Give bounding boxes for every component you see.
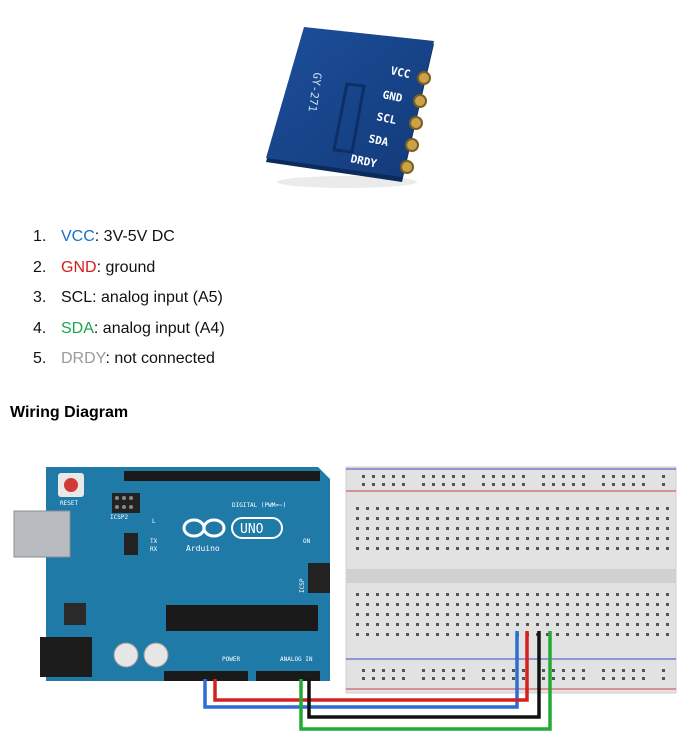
reset-label: RESET <box>60 500 78 507</box>
uno-label: UNO <box>240 522 264 537</box>
wire-vcc <box>203 631 519 709</box>
gy-271-module-photo: GY-271 VCC GND SCL SDA DRDY <box>266 27 434 188</box>
wire-scl <box>307 631 541 719</box>
pin-description: : 3V-5V DC <box>94 228 175 245</box>
pin-label-gnd: GND <box>381 88 404 105</box>
pin-description: : not connected <box>105 350 215 367</box>
pin-name-drdy: DRDY <box>61 350 106 367</box>
led-tx-label: TX <box>150 538 158 545</box>
wiring-diagram: RESET ICSP2 DIGITAL (PWM=~) L TX RX UNO … <box>13 466 677 731</box>
pin-list-item: 1. VCC: 3V-5V DC <box>33 222 225 253</box>
module-pin-holes <box>400 71 431 174</box>
pin-list-item: 5. DRDY: not connected <box>33 344 225 375</box>
icsp-label: ICSP <box>299 578 306 593</box>
pin-number: 2. <box>33 258 47 276</box>
wire-gnd <box>213 631 529 702</box>
digital-label: DIGITAL (PWM=~) <box>232 502 286 509</box>
brand-label: Arduino <box>186 544 220 553</box>
pin-list-item: 2. GND: ground <box>33 253 225 284</box>
atmega-chip <box>166 605 318 631</box>
pin-description: : ground <box>96 258 156 276</box>
pin-number: 3. <box>33 289 47 306</box>
power-jack <box>40 637 92 677</box>
pin-description: : analog input (A4) <box>93 319 225 337</box>
analog-header <box>256 671 320 681</box>
pin-number: 1. <box>33 228 47 245</box>
wires <box>203 631 552 731</box>
pin-number: 4. <box>33 319 47 337</box>
analog-label: ANALOG IN <box>280 656 313 663</box>
power-label: POWER <box>222 656 240 663</box>
module-model-label: GY-271 <box>305 72 323 113</box>
pin-list-item: 4. SDA: analog input (A4) <box>33 314 225 345</box>
pin-list-item: 3. SCL: analog input (A5) <box>33 283 225 314</box>
pin-list: 1. VCC: 3V-5V DC 2. GND: ground 3. SCL: ana… <box>33 222 225 375</box>
wire-sda <box>299 631 552 731</box>
pin-name-sda: SDA <box>61 319 94 337</box>
usb-connector <box>13 510 71 558</box>
pin-name-vcc: VCC <box>61 228 95 245</box>
led-l-label: L <box>152 518 156 525</box>
on-label: ON <box>303 538 311 545</box>
pin-description: : analog input (A5) <box>92 289 223 306</box>
icsp2-label: ICSP2 <box>110 514 128 521</box>
pin-name-scl: SCL <box>61 289 93 306</box>
power-header <box>164 671 248 681</box>
digital-header <box>124 471 320 481</box>
pin-label-drdy: DRDY <box>349 152 378 170</box>
section-heading: Wiring Diagram <box>10 404 129 421</box>
pin-name-gnd: GND <box>61 258 97 276</box>
pin-number: 5. <box>33 350 47 367</box>
led-rx-label: RX <box>150 546 158 553</box>
module-pin-labels: VCC GND SCL SDA DRDY <box>349 64 411 170</box>
pin-label-scl: SCL <box>375 110 398 127</box>
arduino-uno-board: RESET ICSP2 DIGITAL (PWM=~) L TX RX UNO … <box>13 467 330 681</box>
pin-label-vcc: VCC <box>389 64 411 81</box>
pin-label-sda: SDA <box>367 132 390 149</box>
arduino-logo <box>182 518 226 538</box>
breadboard <box>345 466 677 694</box>
